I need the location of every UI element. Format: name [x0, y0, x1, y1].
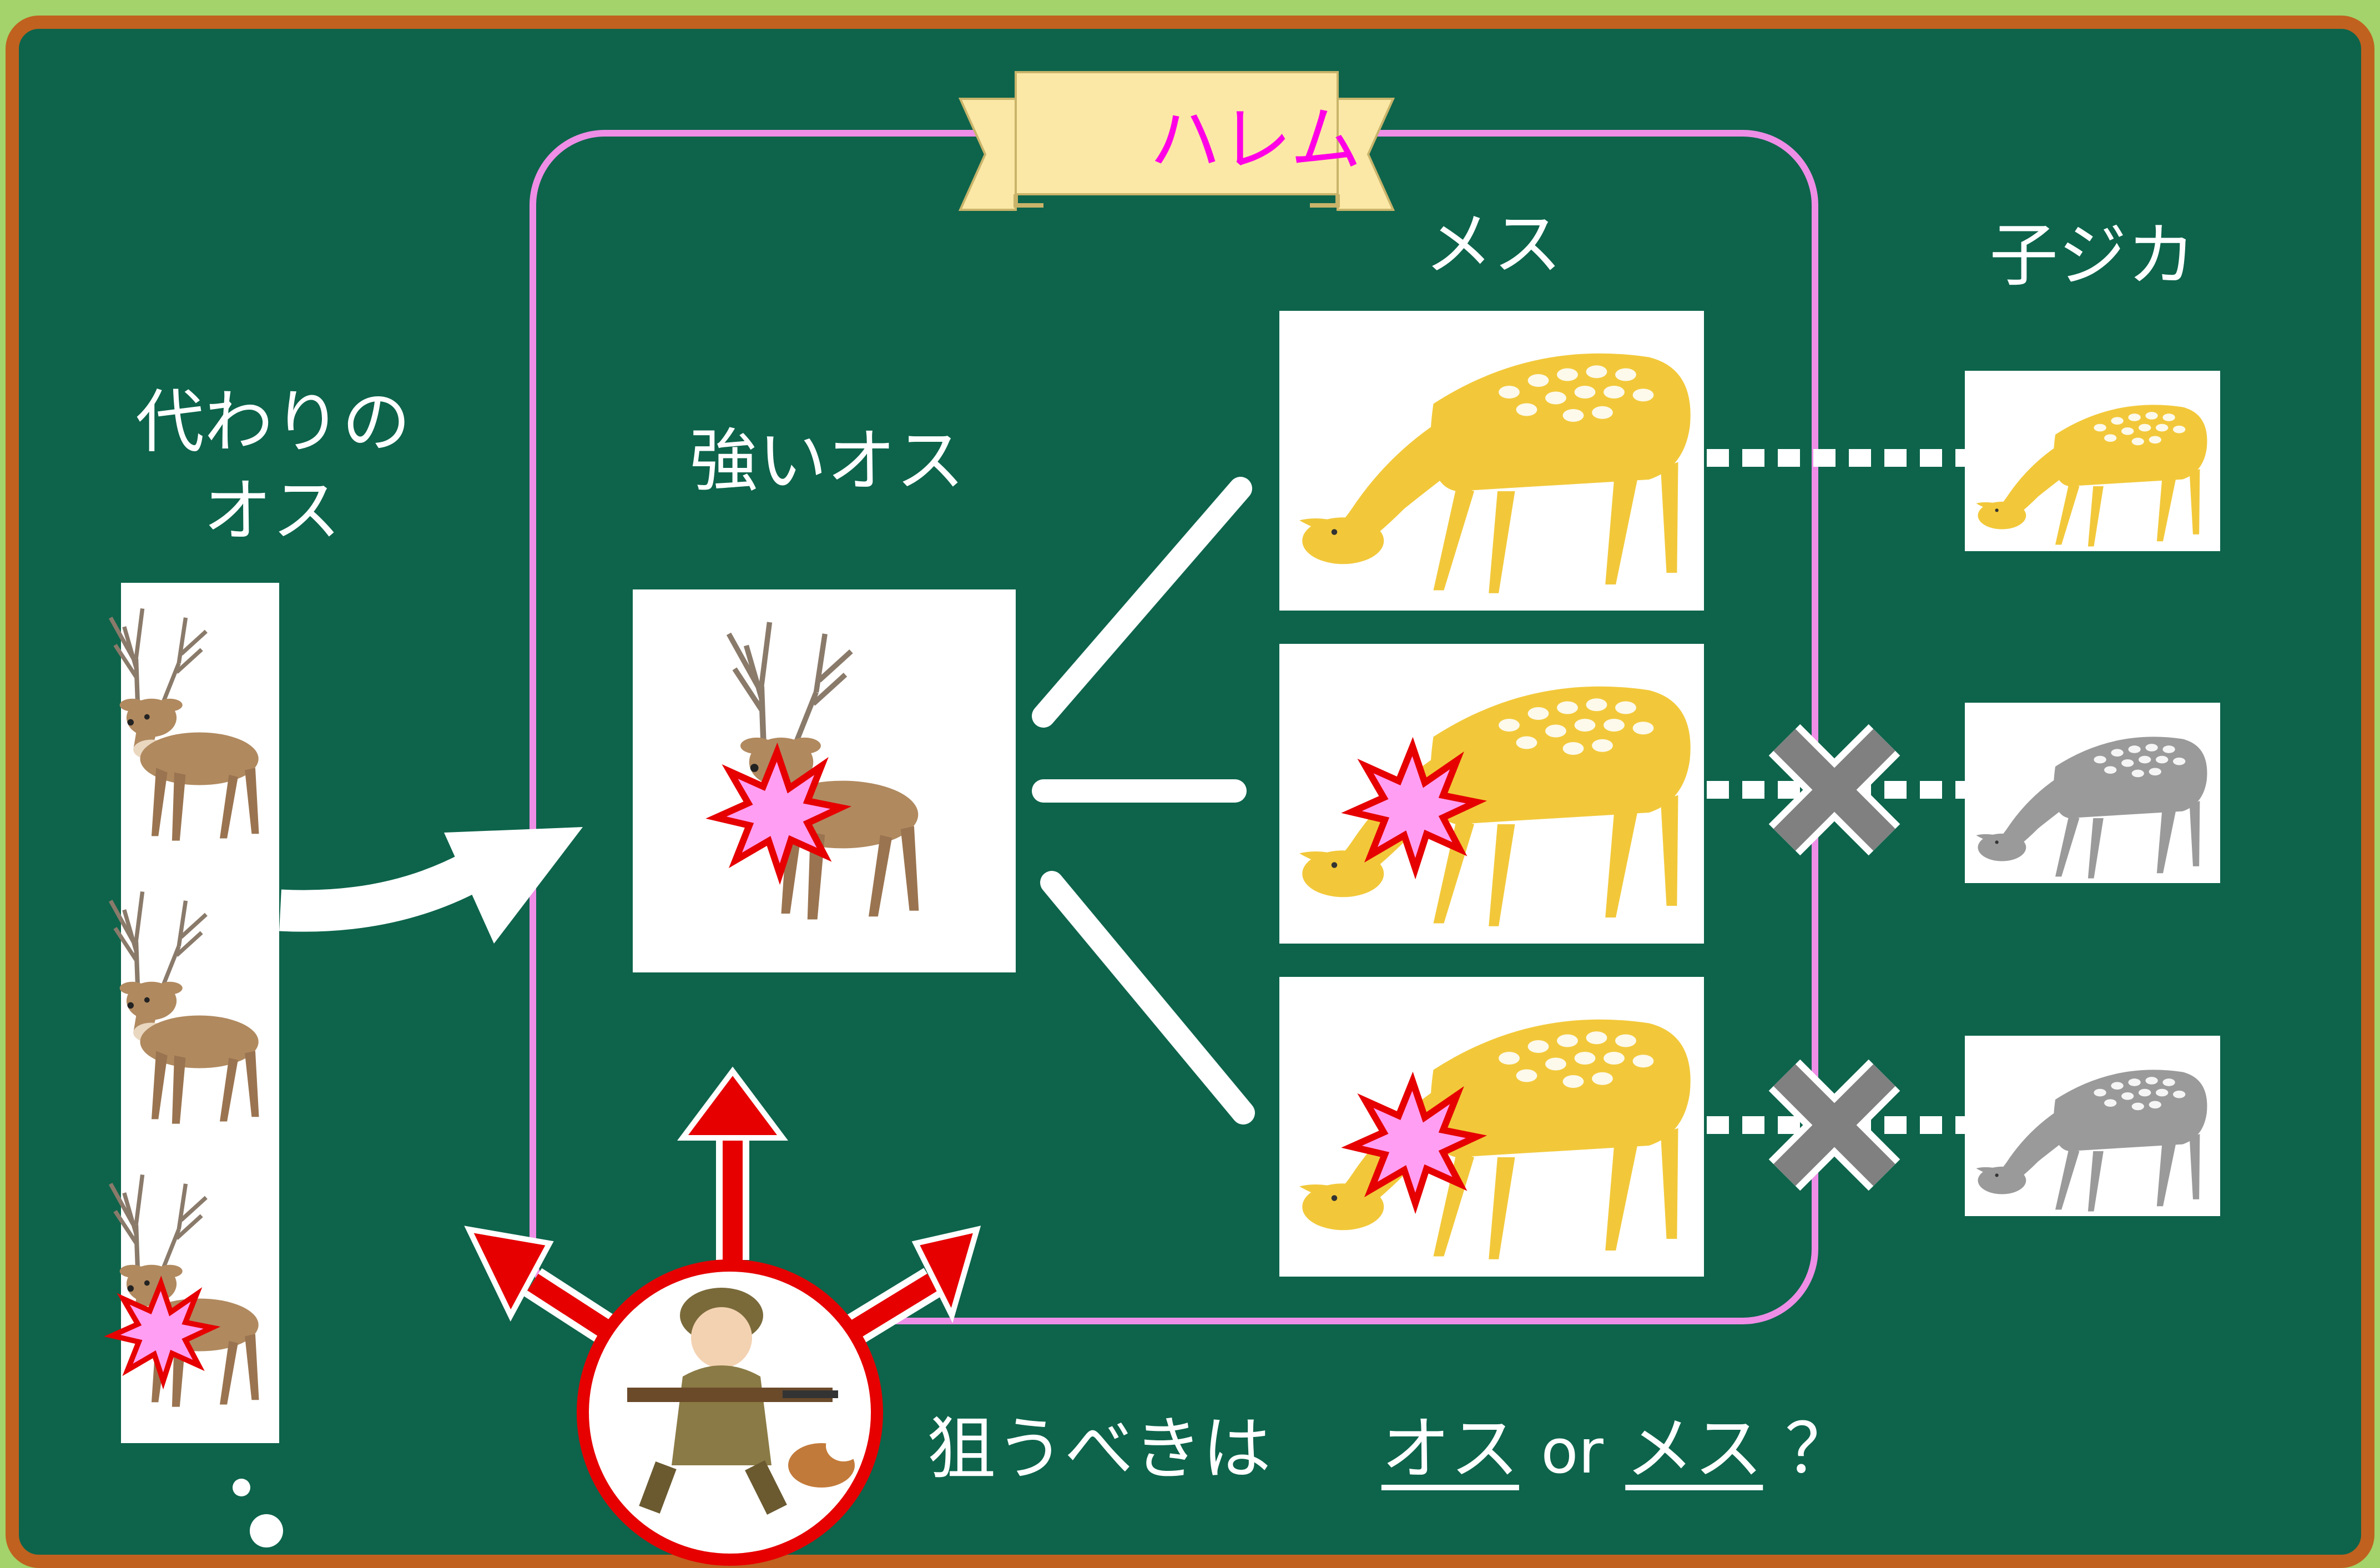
question-prefix: 狙うべきは	[927, 1409, 1272, 1489]
fawn-label: 子ジカ	[1989, 216, 2196, 296]
question-option-female: メス	[1625, 1409, 1763, 1489]
hit-mark-strong-male	[716, 752, 841, 874]
replacement-male-label-line1: 代わりの	[135, 382, 411, 462]
female-label: メス	[1424, 205, 1562, 285]
question-option-male: オス	[1381, 1409, 1519, 1489]
hit-mark-female-2	[1352, 747, 1476, 869]
replacement-male-label-line2: オス	[203, 471, 341, 551]
strong-male-label: 強いオス	[689, 421, 965, 501]
question-connector: or	[1541, 1416, 1604, 1487]
replacement-arrow	[279, 827, 583, 944]
harem-connectors	[1032, 477, 1255, 1125]
hunter-figure	[627, 1288, 861, 1515]
question-suffix: ？	[1784, 1409, 1854, 1489]
thought-bubble-large	[250, 1514, 283, 1547]
harem-label: ハレム	[1149, 98, 1362, 181]
question-text: 狙うべきは オス or メス ？	[927, 1410, 1854, 1489]
hit-mark-female-3	[1352, 1081, 1476, 1203]
harem-ribbon	[958, 71, 1395, 211]
thought-bubble-small	[233, 1479, 250, 1496]
hunter-arrows	[464, 1066, 981, 1358]
offspring-links	[1707, 449, 1965, 1134]
hit-mark-replacement	[112, 1283, 212, 1381]
